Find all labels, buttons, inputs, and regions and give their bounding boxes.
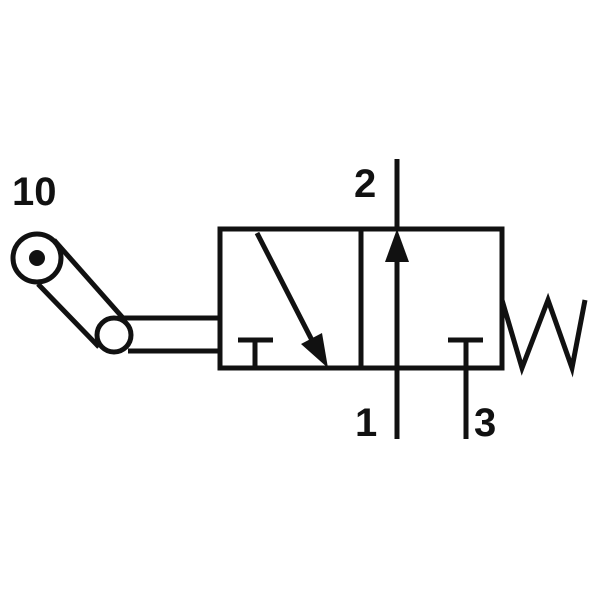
roller-center-dot [29, 250, 45, 266]
lever-arm-lower-edge [36, 282, 101, 349]
lever-pivot-circle [94, 315, 134, 355]
actuator-label: 10 [12, 170, 57, 214]
port-inlet-label: 1 [355, 401, 377, 445]
spring-zigzag [499, 292, 588, 378]
left-position-square [238, 231, 328, 368]
flow-arrow-diagonal-head [301, 333, 328, 368]
lever-arm-upper-edge [52, 238, 125, 320]
port-exhaust-label: 3 [474, 401, 496, 445]
blocked-port-symbol-left [238, 337, 273, 368]
flow-arrow-vertical-head [385, 229, 409, 262]
flow-arrow-diagonal [254, 231, 321, 354]
port-lines [394, 159, 469, 439]
right-position-square [385, 229, 483, 368]
port-outlet-label: 2 [354, 162, 376, 206]
roller-outer-ring [10, 231, 64, 285]
roller-lever-actuator [10, 231, 220, 355]
spring-return [499, 292, 588, 378]
blocked-port-symbol-right [448, 337, 483, 368]
valve-body [217, 226, 505, 371]
